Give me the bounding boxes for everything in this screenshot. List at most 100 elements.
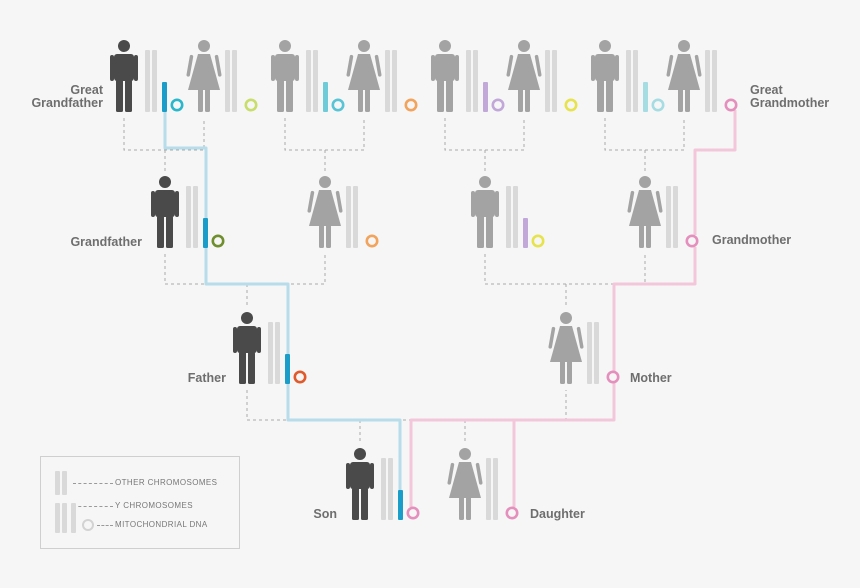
person-leg [326, 225, 331, 248]
mitochondrial-dna-circle [505, 506, 519, 520]
person-arm [151, 191, 155, 217]
mitochondrial-dna-circle [404, 98, 418, 112]
person-arm [534, 54, 542, 77]
person-gen4-1-f [186, 40, 258, 112]
person-arm [455, 55, 459, 81]
legend: OTHER CHROMOSOMES Y CHROMOSOMES MITOCHON… [40, 456, 240, 549]
person-torso [475, 190, 495, 217]
connector-gen4-couple-3 [444, 118, 525, 151]
person-dress [449, 462, 481, 498]
y-lineage-line-1 [163, 112, 208, 218]
person-gen4-3-f [506, 40, 578, 112]
chromosome-bar [381, 458, 386, 520]
person-gen4-4-m [591, 40, 665, 112]
person-arm [591, 55, 595, 81]
person-arm [627, 190, 635, 213]
legend-leader-line [97, 525, 113, 526]
chromosome-bar [268, 322, 273, 384]
mitochondrial-dna-circle [685, 234, 699, 248]
chromosome-bar [712, 50, 717, 112]
person-arm [374, 54, 382, 77]
connector-gen4-couple-1 [123, 118, 205, 151]
person-head [639, 176, 651, 188]
chromosome-bar [552, 50, 557, 112]
chromosome-bar [193, 186, 198, 248]
person-head [599, 40, 611, 52]
person-gen3-1-f [307, 176, 379, 248]
person-leg [352, 488, 359, 520]
chromosome-bar [626, 50, 631, 112]
person-gen1-daughter [447, 448, 519, 520]
person-arm [475, 462, 483, 485]
mt-lineage-line-1 [693, 110, 737, 235]
person-head [560, 312, 572, 324]
chromosome-bar [186, 186, 191, 248]
person-arm [257, 327, 261, 353]
person-head [459, 448, 471, 460]
chromosome-bar [513, 186, 518, 248]
y-chromosome-bar [285, 354, 290, 384]
person-head [439, 40, 451, 52]
person-leg [597, 80, 604, 112]
mitochondrial-dna-icon [82, 519, 94, 531]
person-leg [157, 216, 164, 248]
person-leg [486, 216, 493, 248]
chromosome-bar [506, 186, 511, 248]
chromosome-bar [313, 50, 318, 112]
person-arm [495, 191, 499, 217]
person-arm [506, 54, 514, 77]
chromosome-bar [493, 458, 498, 520]
person-gen3-2-m [471, 176, 545, 248]
people [110, 40, 738, 520]
person-leg [198, 89, 203, 112]
person-torso [275, 54, 295, 81]
person-leg [446, 80, 453, 112]
connector-gen3-couple-2 [484, 254, 646, 285]
person-leg [286, 80, 293, 112]
person-dress [188, 54, 220, 90]
person-gen2-m [233, 312, 307, 384]
mitochondrial-dna-circle [211, 234, 225, 248]
connector-gen3-couple-1 [164, 254, 326, 285]
chromosome-icon [55, 503, 60, 533]
person-head [159, 176, 171, 188]
person-leg [239, 352, 246, 384]
person-dress [508, 54, 540, 90]
person-arm [307, 190, 315, 213]
person-head [358, 40, 370, 52]
y-chromosome-bar [203, 218, 208, 248]
person-dress [629, 190, 661, 226]
person-leg [459, 497, 464, 520]
person-leg [125, 80, 132, 112]
person-head [479, 176, 491, 188]
label-grandfather: Grandfather [70, 235, 142, 249]
chromosome-bar [353, 186, 358, 248]
legend-y-chromosomes: Y CHROMOSOMES [41, 501, 239, 521]
person-leg [277, 80, 284, 112]
person-head [678, 40, 690, 52]
person-gen4-1-m [110, 40, 184, 112]
connector-gen4-couple-4 [604, 118, 685, 151]
person-torso [350, 462, 370, 489]
person-arm [346, 54, 354, 77]
legend-leader-line [73, 483, 113, 484]
person-gen3-1-m [151, 176, 225, 248]
mitochondrial-dna-circle [406, 506, 420, 520]
y-chromosome-bar [323, 82, 328, 112]
person-leg [319, 225, 324, 248]
mitochondrial-dna-circle [531, 234, 545, 248]
person-arm [615, 55, 619, 81]
legend-text-mt: MITOCHONDRIAL DNA [115, 520, 208, 529]
mitochondrial-dna-circle [724, 98, 738, 112]
person-arm [666, 54, 674, 77]
lineage-lines [163, 110, 737, 507]
y-chromosome-bar [483, 82, 488, 112]
person-gen4-2-f [346, 40, 418, 112]
person-arm [576, 326, 584, 349]
label-daughter: Daughter [530, 507, 585, 521]
person-gen4-2-m [271, 40, 345, 112]
person-arm [548, 326, 556, 349]
mt-lineage-line-2 [612, 247, 697, 371]
person-head [118, 40, 130, 52]
